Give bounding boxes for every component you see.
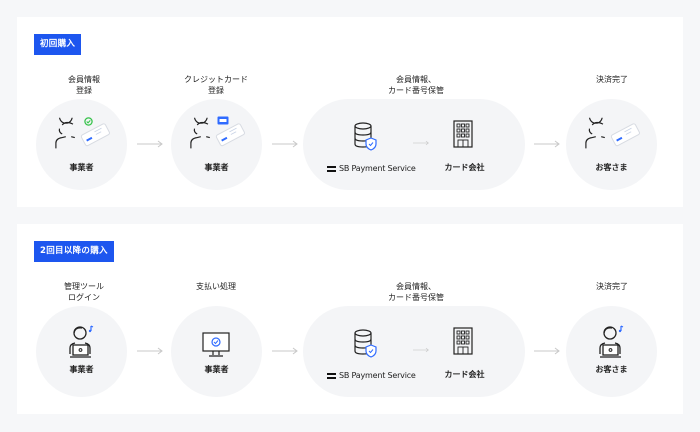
node-name: お客さま: [595, 365, 628, 374]
arrow-right-icon: [413, 346, 429, 354]
repeat-purchase-panel: 2回目以降の購入 管理ツール ログイン 支払い処理 会員情報、 カード番号保管 …: [17, 224, 683, 414]
node-name: カード会社: [444, 370, 485, 379]
node-name: 事業者: [204, 365, 229, 374]
node-operator-payment: 事業者: [171, 306, 262, 397]
node-operator-register: 事業者: [36, 99, 127, 190]
card-terminal-icon: [80, 123, 110, 147]
building-icon: [453, 327, 473, 355]
card-terminal-icon: [610, 123, 640, 147]
step-label: 支払い処理: [196, 282, 236, 291]
monitor-check-icon: [202, 332, 230, 357]
step-label: クレジットカード 登録: [184, 75, 248, 95]
arrow-right-icon: [137, 347, 163, 355]
arrow-right-icon: [137, 140, 163, 148]
node-name: カード会社: [444, 163, 485, 172]
node-sbps-card-company: SB Payment Service カード会社: [303, 99, 525, 190]
node-name: お客さま: [595, 163, 628, 172]
node-name: 事業者: [204, 163, 229, 172]
arrow-right-icon: [534, 140, 560, 148]
section-badge: 初回購入: [34, 34, 82, 55]
step-label: 会員情報、 カード番号保管: [388, 75, 444, 95]
arrow-right-icon: [413, 139, 429, 147]
node-customer-complete: お客さま: [566, 99, 657, 190]
sbps-logo-icon: [327, 372, 336, 379]
customer-laptop-icon: [596, 324, 626, 360]
node-sbps-card-company: SB Payment Service カード会社: [303, 306, 525, 397]
first-purchase-panel: 初回購入 会員情報 登録 クレジットカード 登録 会員情報、 カード番号保管 決…: [17, 17, 683, 207]
node-operator-login: 事業者: [36, 306, 127, 397]
operator-laptop-icon: [66, 324, 96, 360]
section-badge: 2回目以降の購入: [34, 241, 114, 262]
step-label: 会員情報 登録: [68, 75, 100, 95]
node-name: 事業者: [69, 365, 94, 374]
step-label: 管理ツール ログイン: [64, 282, 104, 302]
sbps-logo: SB Payment Service: [327, 164, 416, 173]
step-label: 決済完了: [596, 75, 628, 84]
step-label: 決済完了: [596, 282, 628, 291]
node-operator-card-register: 事業者: [171, 99, 262, 190]
building-icon: [453, 120, 473, 148]
node-customer-complete: お客さま: [566, 306, 657, 397]
step-label: 会員情報、 カード番号保管: [388, 282, 444, 302]
arrow-right-icon: [272, 140, 298, 148]
check-circle-icon: [84, 117, 93, 126]
credit-card-icon: [217, 116, 229, 125]
database-shield-icon: [354, 122, 377, 151]
arrow-right-icon: [272, 347, 298, 355]
sbps-logo-icon: [327, 165, 336, 172]
sbps-logo: SB Payment Service: [327, 371, 416, 380]
arrow-right-icon: [534, 347, 560, 355]
node-name: 事業者: [69, 163, 94, 172]
card-terminal-icon: [215, 123, 245, 147]
database-shield-icon: [354, 329, 377, 358]
